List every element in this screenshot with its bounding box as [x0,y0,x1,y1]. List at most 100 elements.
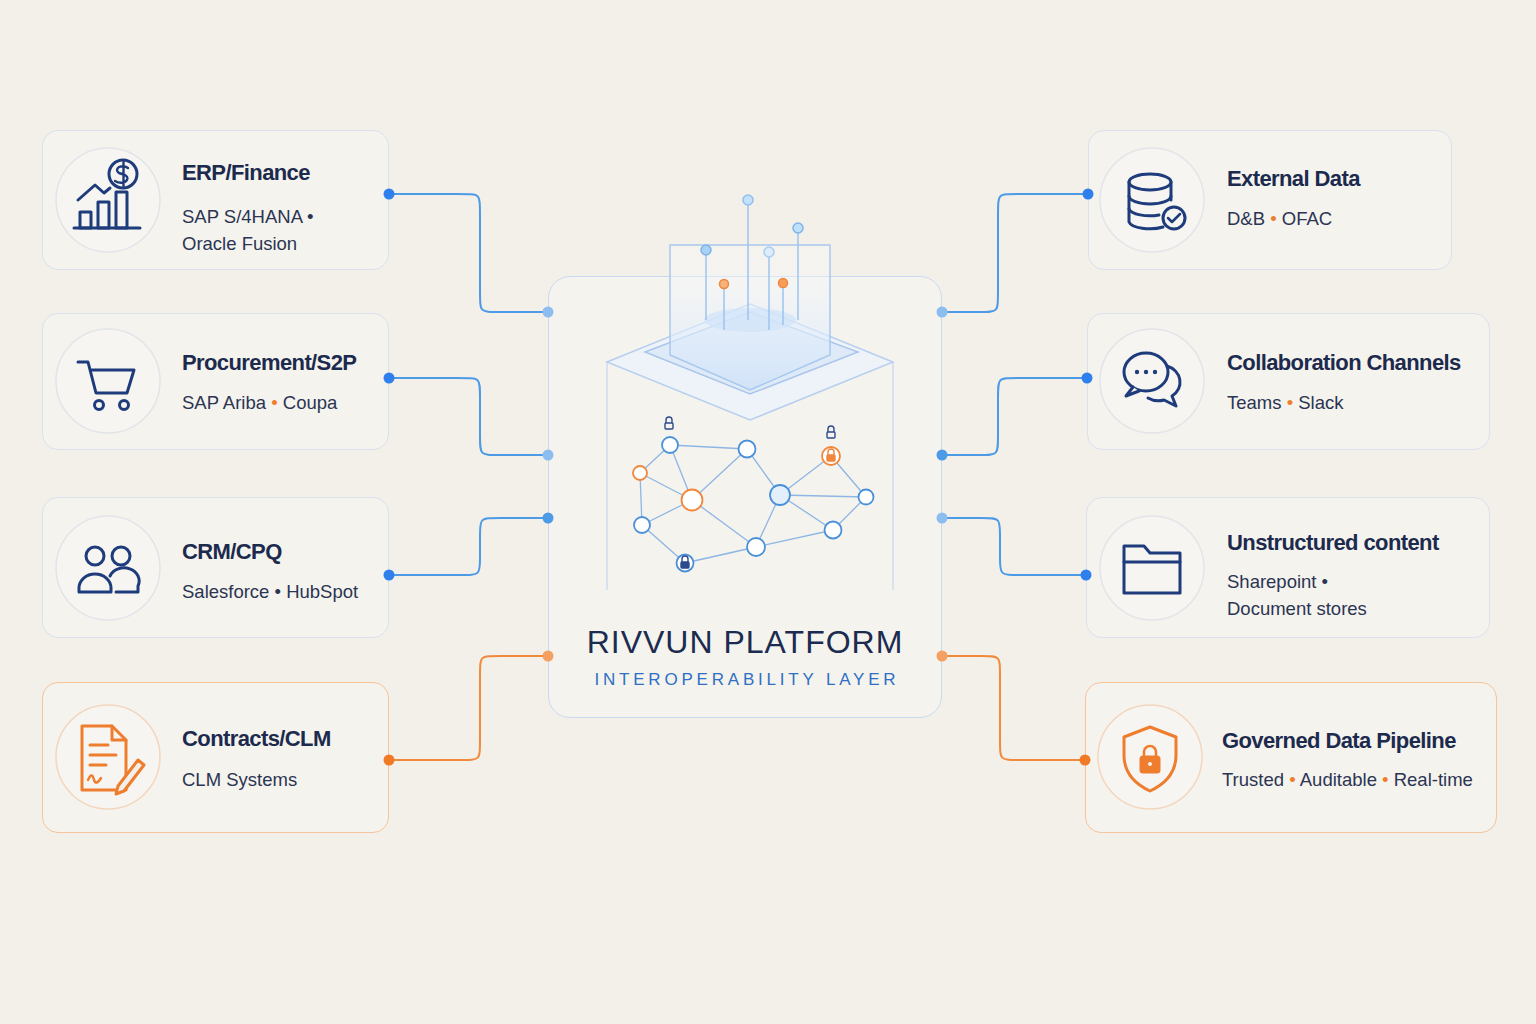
folder-icon [1124,561,1180,564]
network-link [642,525,685,563]
finance-icon [80,212,91,228]
system-box: Governed Data PipelineTrusted • Auditabl… [1085,682,1497,833]
connector-dot [1081,570,1092,581]
signal-pin [768,252,770,330]
platform-title: RIVVUN PLATFORM [549,622,941,662]
platform-illustration [607,245,893,590]
network-link [670,445,692,500]
network-link [640,445,866,563]
system-box: Contracts/CLMCLM Systems [42,682,389,833]
network-link [780,495,833,530]
connector-dot [1080,755,1091,766]
network-node [747,538,765,556]
folder-icon [1124,546,1180,593]
network-link [640,473,642,525]
connector [942,518,1086,575]
cart-icon [95,401,104,410]
connector-dot [543,450,554,461]
lock-symbol [827,432,835,438]
box-title: CRM/CPQ [182,538,282,566]
signal-pin [782,283,784,325]
signal-pin [764,247,774,257]
database-icon [1163,207,1185,229]
box-title: Unstructured content [1227,529,1439,557]
shield-icon [1141,757,1159,772]
database-icon [1129,209,1159,216]
shield-icon [1148,762,1152,766]
platform-box: RIVVUN PLATFORM INTEROPERABILITY LAYER [548,276,942,718]
lock-symbol [665,423,673,429]
lock-symbol [665,417,835,568]
contract-icon [116,760,144,794]
connector [942,194,1088,312]
lock-symbol [828,426,834,432]
box-title: Collaboration Channels [1227,349,1461,377]
box-body: SAP S/4HANA • Oracle Fusion [182,203,332,257]
lock-symbol [828,449,834,455]
lock-symbol [681,562,689,568]
network-node [633,437,874,572]
platform-subtitle: INTEROPERABILITY LAYER [549,668,941,692]
signal-pin [743,195,753,205]
contract-icon [82,726,144,794]
icon-backdrop [1098,705,1202,809]
folder-icon [1124,546,1180,593]
icon-backdrop [1100,516,1204,620]
connector-dot [384,755,395,766]
connector-dot [384,373,395,384]
connector-dot [543,513,554,524]
network-node [825,522,842,539]
signal-pin [747,200,749,320]
chat-icon [1124,353,1168,391]
finance-icon [109,160,137,188]
chat-icon [1148,366,1180,406]
database-icon [1129,174,1171,190]
connector-dot [1082,373,1093,384]
signal-pin [720,280,729,289]
box-title: Governed Data Pipeline [1222,727,1456,755]
people-icon [112,547,130,565]
network-link [833,497,866,530]
connector-dot [937,450,948,461]
icon-backdrop [56,329,160,433]
box-title: ERP/Finance [182,159,310,187]
database-icon [1170,182,1173,200]
network-link [780,495,866,497]
chat-icon [1135,370,1139,374]
finance-icon [78,185,110,200]
connector [389,656,548,760]
connector-dot [1083,189,1094,200]
shield-icon [1124,727,1176,791]
connector-dot [384,570,395,581]
contract-icon [90,745,116,765]
database-icon [1129,182,1163,229]
finance-icon [74,227,140,230]
network-link [692,449,747,500]
connector [389,518,548,575]
people-icon [86,547,104,565]
icon-backdrop [1100,329,1204,433]
network-link [692,500,756,547]
finance-icon [98,202,109,228]
connector [942,656,1085,760]
platform-illustration [607,304,893,420]
platform-illustration [704,308,796,332]
box-body: D&B • OFAC [1227,205,1527,232]
finance-icon [116,192,127,228]
network-link [685,547,756,563]
icon-backdrop [56,705,160,809]
signal-pin [797,228,799,320]
platform-illustration [607,362,893,590]
network-link [747,449,780,495]
shield-icon [1124,727,1176,791]
network-node [677,555,694,572]
connector-dot [543,307,554,318]
connector [389,378,548,455]
network-link [640,473,692,500]
network-node [739,441,756,458]
network-node [859,490,874,505]
box-title: External Data [1227,165,1360,193]
box-title: Procurement/S2P [182,349,356,377]
signal-pin [723,284,725,330]
